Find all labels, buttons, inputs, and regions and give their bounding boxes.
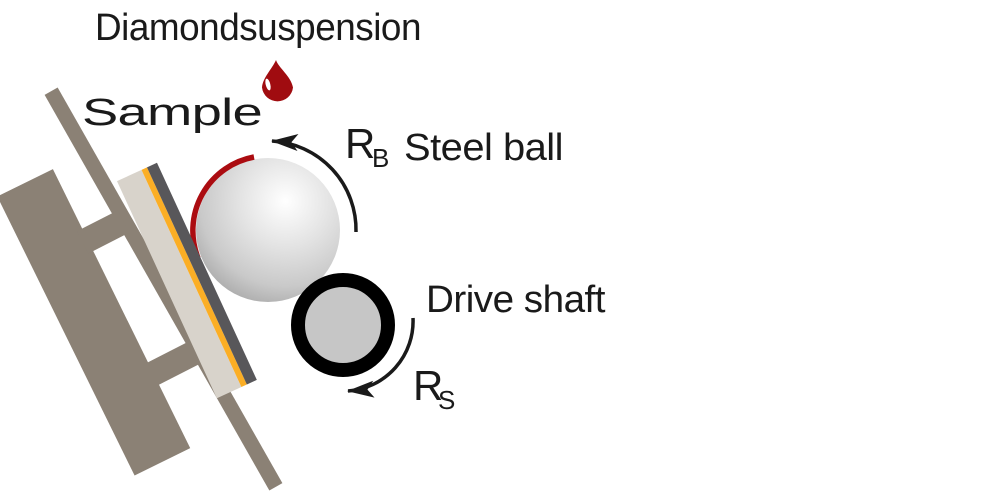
drive-shaft-label: Drive shaft: [426, 279, 606, 321]
shaft-rotation-symbol: R: [413, 362, 443, 409]
shaft-rotation-arrow: [347, 317, 415, 398]
drive-shaft: [291, 273, 395, 377]
wear-track-arc: [190, 154, 255, 259]
droplet-gloss: [265, 78, 271, 91]
sample-coating-layer: [141, 167, 247, 387]
ball-rotation-subscript: B: [372, 143, 389, 173]
diamond-suspension-label: Diamondsuspension: [95, 7, 421, 49]
diamond-suspension-droplet: [262, 60, 293, 102]
ball-rotation-symbol: R: [345, 120, 375, 167]
holder-prong-upper: [76, 210, 130, 254]
holder-block: [0, 169, 191, 476]
shaft-rotation-subscript: S: [438, 385, 455, 415]
steel-ball-label: Steel ball: [404, 127, 563, 169]
steel-ball: [196, 158, 340, 302]
sample-body-layer: [116, 169, 242, 399]
sample-surface-layer: [146, 162, 257, 385]
ball-rotation-arrow: [271, 133, 358, 233]
sample-label: Sample: [82, 92, 262, 134]
sample-slab: [116, 162, 257, 399]
holder-prong-lower: [145, 338, 207, 386]
